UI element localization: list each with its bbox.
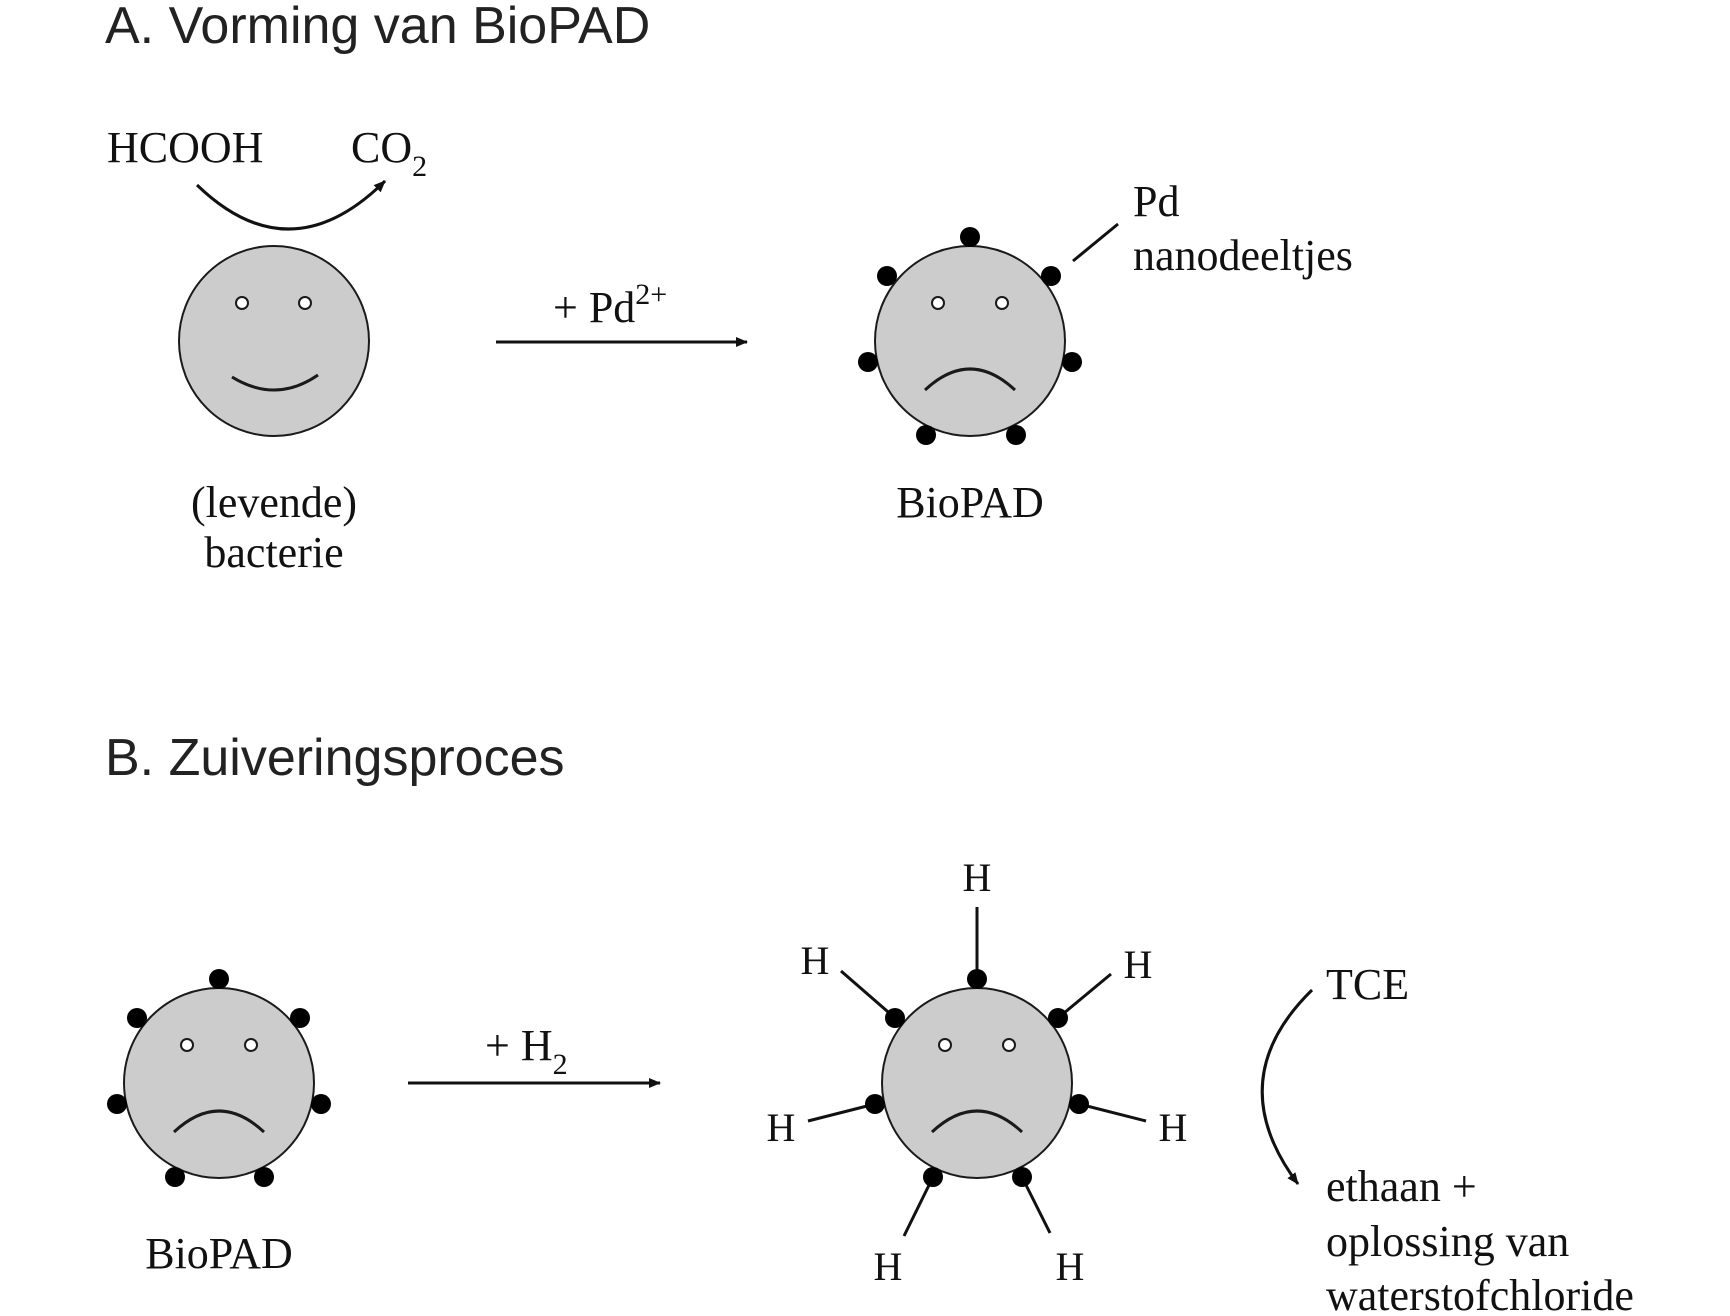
- loaded-biopad-left-eye: [938, 1038, 952, 1052]
- pd-h-bond: [902, 1176, 935, 1237]
- palladium-nanoparticle-icon: [858, 227, 1082, 445]
- reactant-hcooh: HCOOH: [107, 123, 263, 172]
- pd-particle: [865, 1094, 885, 1114]
- reagent-pd: + Pd2+: [553, 278, 667, 332]
- biopad-body: [874, 245, 1066, 437]
- biopad-frown: [923, 367, 1017, 392]
- palladium-nanoparticle-icon: [107, 969, 331, 1187]
- biopad-start-frown: [172, 1109, 266, 1134]
- reagent-pd-superscript: 2+: [635, 278, 667, 311]
- pd-particle: [1041, 266, 1061, 286]
- callout-nanoparticles: nanodeeltjes: [1133, 231, 1353, 280]
- pd-particle: [885, 1008, 905, 1028]
- bacterium-label-line2: bacterie: [204, 528, 343, 577]
- loaded-biopad-frown: [930, 1109, 1024, 1134]
- hydrogen-loaded-biopad-icon: [807, 907, 1147, 1237]
- hydrogen-atom-label: H: [1159, 1105, 1188, 1150]
- reagent-h2: + H2: [485, 1021, 568, 1081]
- hydrogen-atom-label: H: [801, 938, 830, 983]
- pd-particle: [877, 266, 897, 286]
- biopad-right-eye: [995, 296, 1009, 310]
- pd-particle: [967, 969, 987, 989]
- bacterium-body: [178, 245, 370, 437]
- products-line1: ethaan +: [1326, 1162, 1477, 1211]
- hydrogen-atom-label: H: [963, 855, 992, 900]
- biopad-start-body: [123, 987, 315, 1179]
- frowning-biopad-icon: [874, 245, 1066, 437]
- pd-particle: [1069, 1094, 1089, 1114]
- bacterium-right-eye: [298, 296, 312, 310]
- hydrogen-atom-label: H: [1124, 942, 1153, 987]
- biopad-start-label: BioPAD: [145, 1229, 293, 1278]
- frowning-biopad-icon: [123, 987, 315, 1179]
- biopad-label: BioPAD: [896, 478, 1044, 527]
- pd-h-bond: [1078, 1102, 1147, 1123]
- pd-h-bond: [807, 1102, 876, 1123]
- product-co2-main: CO: [351, 123, 412, 172]
- pd-particle: [1062, 352, 1082, 372]
- pd-particle: [1048, 1008, 1068, 1028]
- product-co2: CO2: [351, 123, 427, 183]
- hydrogen-atom-label: H: [1056, 1244, 1085, 1289]
- pd-particle: [916, 425, 936, 445]
- section-a-title: A. Vorming van BioPAD: [105, 0, 650, 55]
- pd-particle: [107, 1094, 127, 1114]
- biopad-start-right-eye: [244, 1038, 258, 1052]
- pd-particle: [209, 969, 229, 989]
- pd-h-bond: [840, 969, 896, 1020]
- bacterium-left-eye: [235, 296, 249, 310]
- pd-particle: [127, 1008, 147, 1028]
- biopad-left-eye: [931, 296, 945, 310]
- callout-pd: Pd: [1133, 177, 1179, 226]
- products-line3: waterstofchloride: [1326, 1271, 1634, 1316]
- substrate-tce: TCE: [1326, 960, 1409, 1009]
- hydrogen-atom-label: H: [874, 1244, 903, 1289]
- reagent-h2-subscript: 2: [553, 1048, 568, 1081]
- pd-particle: [1012, 1167, 1032, 1187]
- biopad-start-left-eye: [180, 1038, 194, 1052]
- section-b-title: B. Zuiveringsproces: [105, 729, 565, 787]
- pd-particle: [290, 1008, 310, 1028]
- pd-h-bond: [1057, 972, 1112, 1020]
- product-co2-subscript: 2: [412, 150, 427, 183]
- loaded-biopad-body: [881, 987, 1073, 1179]
- pd-particle: [254, 1167, 274, 1187]
- reagent-h2-main: + H: [485, 1021, 553, 1070]
- products-line2: oplossing van: [1326, 1217, 1569, 1266]
- curved-arrow-icon: [195, 179, 387, 231]
- loaded-biopad-right-eye: [1002, 1038, 1016, 1052]
- pd-h-bond: [1020, 1176, 1052, 1234]
- hydrogen-atom-label: H: [767, 1105, 796, 1150]
- curved-arrow-icon: [1260, 988, 1314, 1185]
- smiling-bacterium-icon: [178, 245, 370, 437]
- pd-particle: [960, 227, 980, 247]
- bacterium-smile: [231, 373, 319, 392]
- callout-leader-line: [1072, 222, 1119, 263]
- pd-particle: [1006, 425, 1026, 445]
- pd-particle: [923, 1167, 943, 1187]
- reagent-pd-main: + Pd: [553, 283, 635, 332]
- pd-particle: [858, 352, 878, 372]
- pd-particle: [165, 1167, 185, 1187]
- pd-particle: [311, 1094, 331, 1114]
- bacterium-label-line1: (levende): [191, 478, 357, 527]
